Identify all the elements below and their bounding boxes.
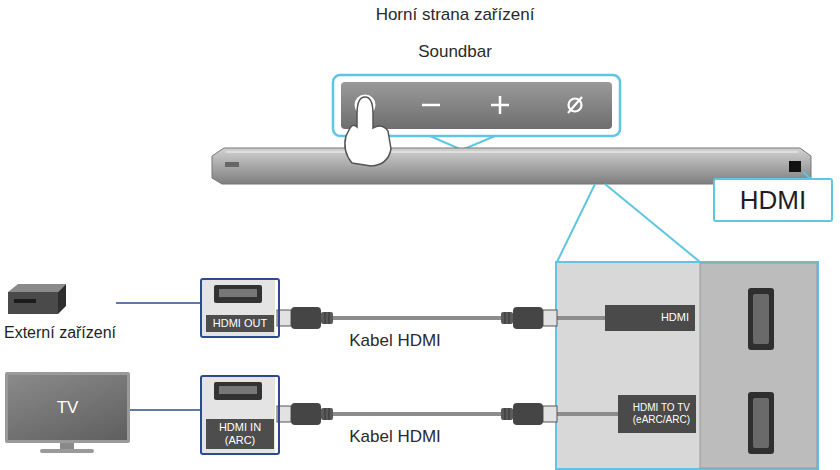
hdmi-port-marker xyxy=(789,161,801,172)
tv-screen: TV xyxy=(5,372,130,443)
node-text: HDMI IN (ARC) xyxy=(206,419,274,449)
tv-stand xyxy=(60,443,74,449)
hdmi-plug xyxy=(277,403,333,425)
cable-label: Kabel HDMI xyxy=(346,331,444,351)
callout-line xyxy=(557,184,595,262)
pointing-hand xyxy=(345,97,391,166)
soundbar-edge xyxy=(226,151,798,153)
port-panel-fill xyxy=(201,376,275,454)
hdmi-socket xyxy=(214,382,262,400)
port-tag: HDMI TO TV (eARC/ARC) xyxy=(618,395,696,433)
hdmi-socket xyxy=(219,386,257,394)
port-tag: HDMI xyxy=(605,305,695,331)
hdmi-socket xyxy=(748,288,774,350)
volume-up-symbol xyxy=(499,96,502,114)
external-device-icon xyxy=(8,292,58,314)
heading-label: Soundbar xyxy=(418,42,492,62)
node-text: HDMI TO TV (eARC/ARC) xyxy=(624,402,690,426)
port-panel: HDMI OUT xyxy=(200,278,280,338)
hdmi-socket xyxy=(748,392,774,454)
port-panel: HDMI IN (ARC) xyxy=(200,375,280,455)
callout-line xyxy=(116,302,200,304)
external-device-icon xyxy=(14,299,36,303)
node-text: TV xyxy=(57,398,79,418)
button-panel xyxy=(341,82,612,129)
heading-label: Horní strana zařízení xyxy=(376,5,535,25)
callout-line xyxy=(130,409,200,411)
callout-box: HDMI xyxy=(713,178,833,222)
hdmi-plug xyxy=(277,307,333,329)
mic-button-symbol xyxy=(568,97,582,113)
hdmi-socket xyxy=(753,398,769,448)
node-text: Externí zařízení xyxy=(4,324,116,341)
soundbar-logo xyxy=(225,162,239,167)
external-device-icon xyxy=(58,284,66,314)
node-text: HDMI OUT xyxy=(206,315,274,332)
port-panel-fill xyxy=(201,279,275,337)
hdmi-socket xyxy=(219,289,257,297)
node-text: HDMI xyxy=(611,311,689,324)
hdmi-socket xyxy=(214,285,262,303)
port-column xyxy=(700,263,817,468)
device-box: Externí zařízení xyxy=(4,284,116,342)
hdmi-plug xyxy=(501,403,557,425)
node-text: HDMI xyxy=(740,185,806,216)
hdmi-plug xyxy=(501,307,557,329)
callout-line xyxy=(605,184,700,262)
volume-down-symbol xyxy=(422,104,440,107)
tv-stand xyxy=(40,449,94,453)
rear-panel xyxy=(556,262,818,469)
cable-label: Kabel HDMI xyxy=(346,427,444,447)
external-device-icon xyxy=(8,284,66,292)
hdmi-socket xyxy=(753,294,769,344)
